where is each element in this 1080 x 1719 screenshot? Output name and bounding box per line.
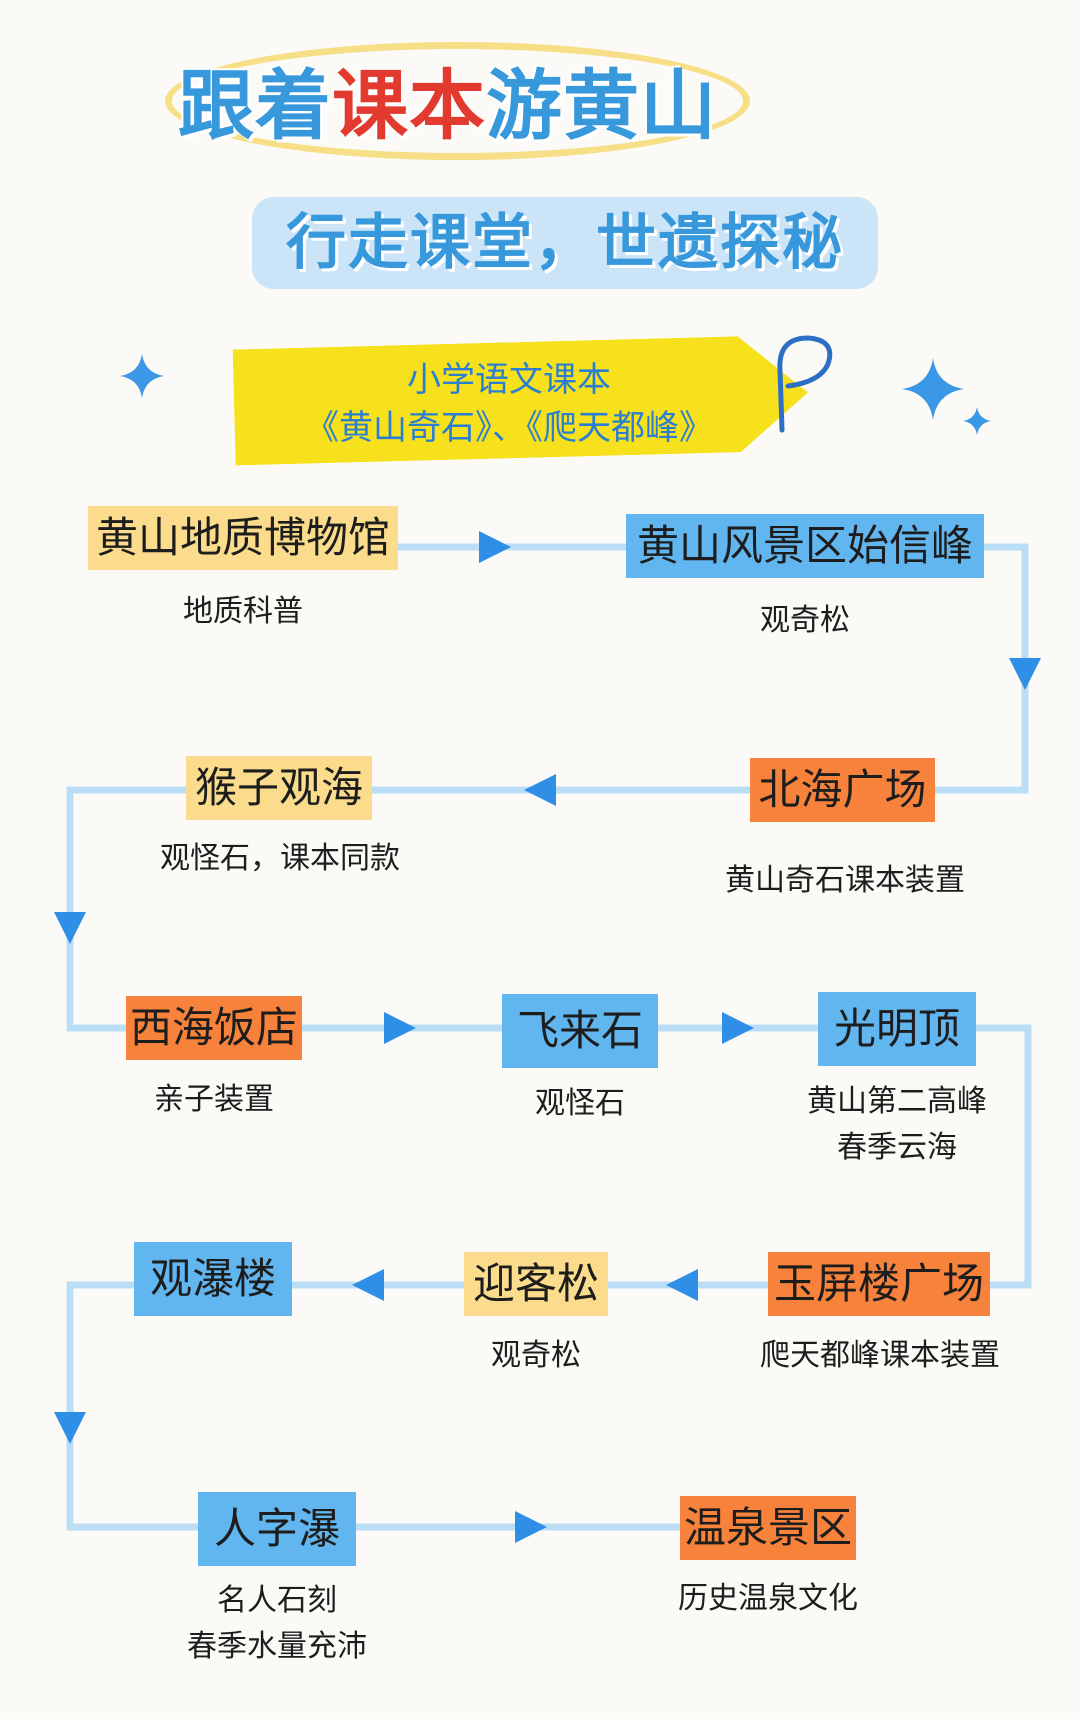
- route-stop-xihai-hotel: 西海饭店: [126, 996, 302, 1060]
- arrow-left-icon: [666, 1269, 698, 1301]
- connector-line: [66, 786, 186, 1032]
- route-stop-desc: 黄山奇石课本装置: [725, 863, 965, 898]
- tag-line-2: 《黄山奇石》、《爬天都峰》: [305, 408, 713, 448]
- sparkle-icon: [902, 358, 964, 420]
- route-stop-shixin-peak: 黄山风景区始信峰: [626, 514, 984, 578]
- title-part3: 游黄山: [486, 61, 717, 150]
- arrow-right-icon: [515, 1511, 547, 1543]
- route-stop-desc: 地质科普: [183, 594, 303, 629]
- arrow-right-icon: [479, 531, 511, 563]
- page-subtitle: 行走课堂，世遗探秘: [286, 208, 844, 278]
- route-stop-desc: 爬天都峰课本装置: [760, 1338, 1000, 1373]
- route-stop-desc: 观奇松: [491, 1338, 581, 1373]
- route-stop-desc: 历史温泉文化: [678, 1581, 858, 1616]
- route-stop-desc: 名人石刻: [217, 1583, 337, 1618]
- route-stop-desc: 观怪石: [535, 1086, 625, 1121]
- arrow-down-icon: [1009, 658, 1041, 690]
- route-stop-monkey-sea: 猴子观海: [186, 756, 372, 820]
- route-stop-yuping-square: 玉屏楼广场: [768, 1252, 990, 1316]
- title-highlight: 课本: [332, 61, 486, 150]
- route-stop-desc: 春季水量充沛: [187, 1629, 367, 1664]
- page-title: 跟着课本游黄山: [178, 58, 758, 154]
- route-stop-guangming-peak: 光明顶: [818, 992, 976, 1066]
- title-ellipse: [165, 42, 750, 160]
- arrow-right-icon: [722, 1012, 754, 1044]
- arrow-left-icon: [524, 774, 556, 806]
- route-stop-beihai-square: 北海广场: [750, 758, 935, 822]
- route-stop-geology-museum: 黄山地质博物馆: [88, 506, 398, 570]
- route-stop-desc: 观怪石，课本同款: [160, 841, 400, 876]
- route-stop-welcome-pine: 迎客松: [464, 1252, 608, 1316]
- route-stop-hot-spring: 温泉景区: [680, 1496, 856, 1560]
- connector-line: [976, 1024, 1032, 1289]
- connector-line: [66, 1281, 198, 1531]
- arrow-down-icon: [54, 912, 86, 944]
- arrow-left-icon: [352, 1269, 384, 1301]
- tag-line-1: 小学语文课本: [407, 360, 611, 400]
- connector-line: [935, 543, 1029, 794]
- sparkle-icon: [963, 407, 991, 435]
- arrow-right-icon: [384, 1012, 416, 1044]
- title-part1: 跟着: [178, 61, 332, 150]
- route-stop-desc: 观奇松: [760, 603, 850, 638]
- arrow-down-icon: [54, 1412, 86, 1444]
- hook-loop-icon: [777, 335, 833, 433]
- sparkle-icon: [120, 354, 164, 398]
- route-stop-renzi-waterfall: 人字瀑: [198, 1492, 356, 1566]
- route-stop-desc: 春季云海: [837, 1130, 957, 1165]
- route-stop-feilai-rock: 飞来石: [502, 994, 658, 1068]
- subtitle-background: [252, 197, 878, 289]
- route-stop-desc: 亲子装置: [154, 1082, 274, 1117]
- route-stop-desc: 黄山第二高峰: [807, 1084, 987, 1119]
- route-stop-waterfall-tower: 观瀑楼: [134, 1242, 292, 1316]
